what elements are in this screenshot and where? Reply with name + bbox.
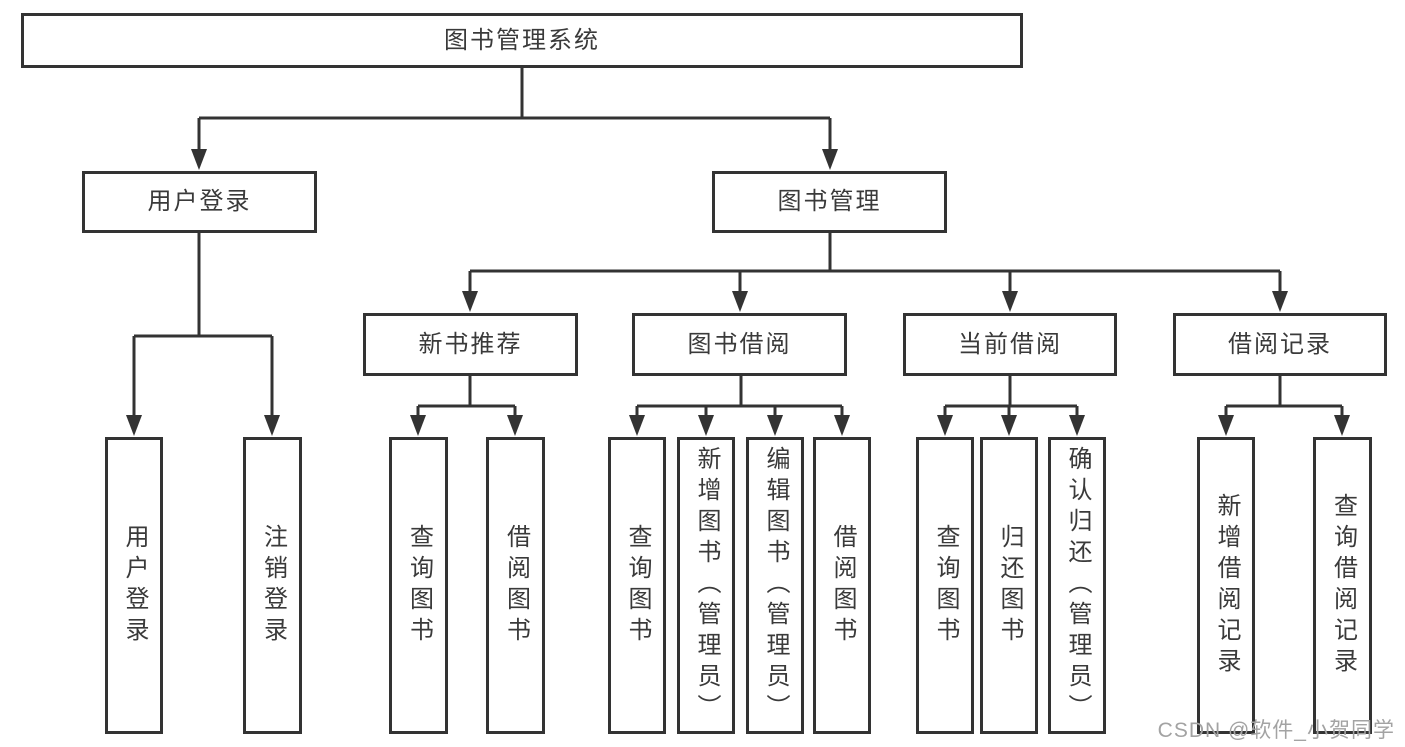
leaf-add-borrow-record: 新增借阅记录 [1197,437,1255,734]
leaf-label: 确认归还（管理员） [1064,446,1091,725]
leaf-query-borrow-record: 查询借阅记录 [1313,437,1372,734]
leaf-add-book-admin: 新增图书（管理员） [677,437,735,734]
node-label: 当前借阅 [958,330,1062,358]
leaf-return-book: 归还图书 [980,437,1038,734]
node-label: 借阅记录 [1228,330,1332,358]
leaf-label: 查询借阅记录 [1329,492,1357,679]
leaf-user-login: 用户登录 [105,437,163,734]
leaf-borrow-books: 借阅图书 [486,437,545,734]
arrowhead-icons [126,149,1350,436]
node-book-management: 图书管理 [712,171,947,233]
leaf-label: 新增图书（管理员） [693,446,720,725]
leaf-query-books: 查询图书 [608,437,666,734]
leaf-label: 归还图书 [996,523,1023,648]
leaf-label: 借阅图书 [829,523,856,648]
leaf-label: 借阅图书 [502,523,530,648]
leaf-label: 查询图书 [405,523,433,648]
leaf-label: 编辑图书（管理员） [762,446,789,725]
leaf-edit-book-admin: 编辑图书（管理员） [746,437,804,734]
leaf-borrow-books: 借阅图书 [813,437,871,734]
node-current-borrowing: 当前借阅 [903,313,1117,376]
leaf-label: 注销登录 [259,523,287,648]
leaf-confirm-return-admin: 确认归还（管理员） [1048,437,1106,734]
node-user-login: 用户登录 [82,171,317,233]
leaf-label: 新增借阅记录 [1213,492,1240,679]
node-label: 图书借阅 [687,330,792,358]
node-label: 用户登录 [147,188,252,215]
leaf-label: 查询图书 [624,523,651,648]
node-label: 新书推荐 [418,330,523,358]
watermark: CSDN @软件_小贺同学 [1157,719,1395,742]
node-borrowing-records: 借阅记录 [1173,313,1387,376]
leaf-label: 查询图书 [932,523,959,648]
node-new-book-recommendation: 新书推荐 [363,313,578,376]
node-book-borrowing: 图书借阅 [632,313,847,376]
node-label: 图书管理 [777,188,882,215]
node-library-management-system: 图书管理系统 [21,13,1023,68]
leaf-query-books: 查询图书 [916,437,974,734]
leaf-label: 用户登录 [121,523,148,648]
leaf-query-books: 查询图书 [389,437,448,734]
leaf-logout: 注销登录 [243,437,302,734]
node-label: 图书管理系统 [444,26,600,54]
